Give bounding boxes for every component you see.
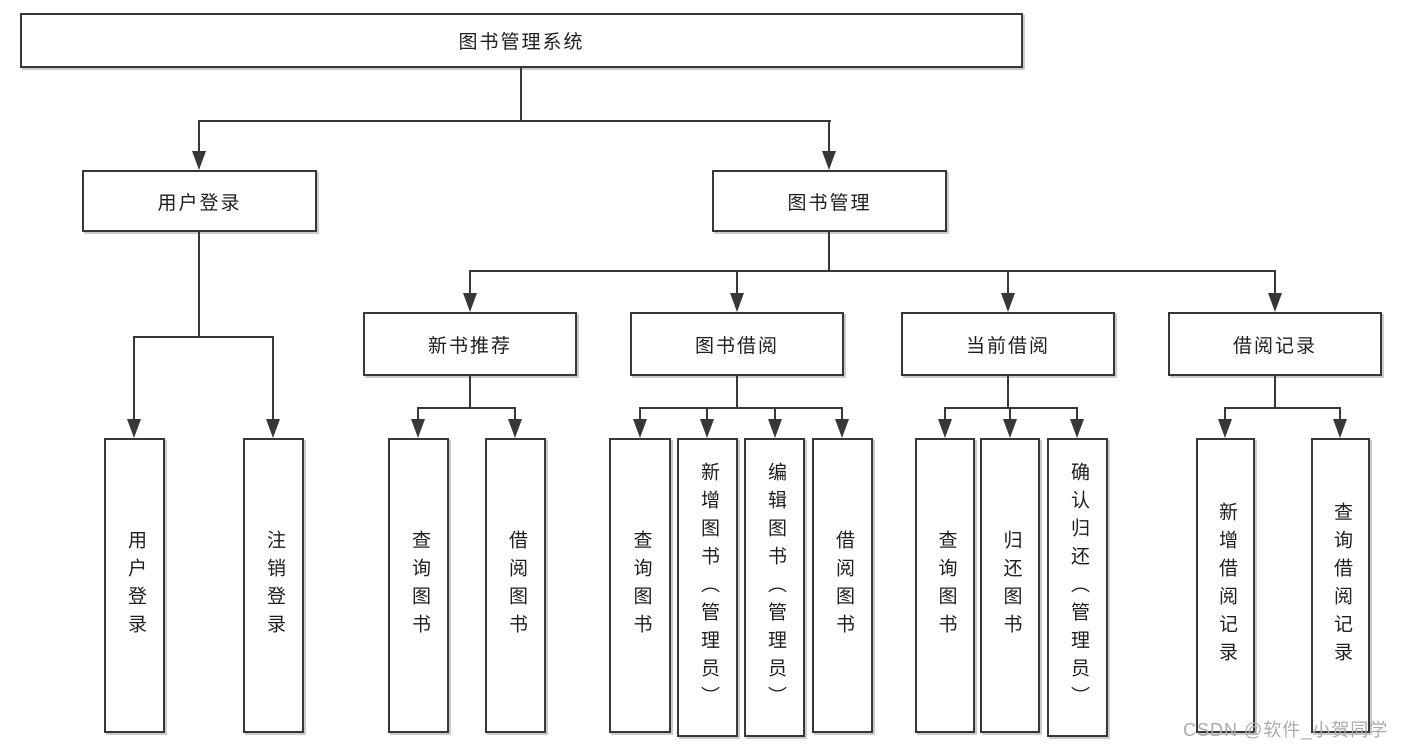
node-book-borrowing: 图书借阅 [630, 312, 844, 376]
watermark: CSDN @软件_小贺同学 [1183, 720, 1389, 740]
leaf-logout: 注销登录 [243, 438, 304, 733]
arrow-down-icon [730, 293, 744, 312]
connector-line [736, 270, 738, 296]
node-current-borrowing: 当前借阅 [901, 312, 1115, 376]
leaf-user-login: 用户登录 [104, 438, 165, 733]
arrow-down-icon [700, 419, 714, 438]
node-book-management: 图书管理 [712, 170, 947, 232]
node-label: 新增借阅记录 [1215, 501, 1237, 670]
connector-line [774, 407, 776, 422]
connector-line [1339, 407, 1341, 422]
connector-line [417, 407, 516, 409]
connector-line [469, 270, 471, 296]
connector-line [1224, 407, 1341, 409]
node-label: 新增图书（管理员） [697, 461, 719, 714]
connector-line [469, 270, 1276, 272]
leaf-query-books-current: 查询图书 [915, 438, 975, 733]
connector-line [639, 407, 843, 409]
leaf-query-books-recommend: 查询图书 [388, 438, 449, 733]
leaf-query-borrow-record: 查询借阅记录 [1311, 438, 1370, 733]
arrow-down-icon [1001, 293, 1015, 312]
connector-line [272, 336, 274, 422]
arrow-down-icon [1003, 419, 1017, 438]
node-label: 图书管理 [787, 192, 872, 214]
connector-line [133, 336, 274, 338]
node-label: 图书借阅 [694, 335, 779, 357]
connector-line [828, 120, 830, 154]
node-label: 查询借阅记录 [1330, 501, 1352, 670]
connector-line [1224, 407, 1226, 422]
connector-line [1274, 270, 1276, 296]
connector-line [514, 407, 516, 422]
connector-line [1076, 407, 1078, 422]
connector-line [828, 232, 830, 272]
node-label: 借阅记录 [1232, 335, 1317, 357]
node-label: 借阅图书 [832, 529, 854, 642]
node-library-management-system: 图书管理系统 [20, 13, 1023, 68]
leaf-confirm-return-admin: 确认归还（管理员） [1047, 438, 1108, 737]
node-label: 查询图书 [630, 529, 652, 642]
node-label: 图书管理系统 [458, 32, 585, 53]
connector-line [1007, 270, 1009, 296]
arrow-down-icon [266, 419, 280, 438]
node-label: 注销登录 [263, 529, 285, 642]
node-label: 编辑图书（管理员） [764, 461, 786, 714]
node-borrowing-records: 借阅记录 [1168, 312, 1382, 376]
arrow-down-icon [822, 151, 836, 170]
node-label: 用户登录 [157, 192, 242, 214]
node-label: 新书推荐 [427, 335, 512, 357]
node-user-login: 用户登录 [82, 170, 317, 232]
arrow-down-icon [463, 293, 477, 312]
leaf-borrow-books-recommend: 借阅图书 [485, 438, 546, 733]
arrow-down-icon [1268, 293, 1282, 312]
connector-line [198, 232, 200, 337]
leaf-edit-book-admin: 编辑图书（管理员） [744, 438, 805, 737]
node-label: 当前借阅 [965, 335, 1050, 357]
leaf-return-books: 归还图书 [980, 438, 1040, 733]
leaf-add-borrow-record: 新增借阅记录 [1196, 438, 1255, 733]
node-label: 借阅图书 [505, 529, 527, 642]
connector-line [944, 407, 1078, 409]
node-label: 查询图书 [935, 529, 957, 642]
arrow-down-icon [508, 419, 522, 438]
arrow-down-icon [938, 419, 952, 438]
connector-line [841, 407, 843, 422]
leaf-add-book-admin: 新增图书（管理员） [677, 438, 738, 737]
connector-line [1007, 376, 1009, 409]
arrow-down-icon [1070, 419, 1084, 438]
connector-line [1274, 376, 1276, 409]
node-label: 确认归还（管理员） [1067, 461, 1089, 714]
arrow-down-icon [411, 419, 425, 438]
arrow-down-icon [835, 419, 849, 438]
arrow-down-icon [127, 419, 141, 438]
connector-line [706, 407, 708, 422]
connector-line [198, 120, 831, 122]
connector-line [198, 120, 200, 154]
connector-line [133, 336, 135, 422]
node-label: 用户登录 [124, 529, 146, 642]
arrow-down-icon [768, 419, 782, 438]
arrow-down-icon [633, 419, 647, 438]
arrow-down-icon [1333, 419, 1347, 438]
connector-line [469, 376, 471, 409]
connector-line [1009, 407, 1011, 422]
node-label: 查询图书 [408, 529, 430, 642]
connector-line [417, 407, 419, 422]
connector-line [520, 68, 522, 121]
connector-line [736, 376, 738, 409]
connector-line [639, 407, 641, 422]
node-new-book-recommendation: 新书推荐 [363, 312, 577, 376]
leaf-query-books-borrowing: 查询图书 [609, 438, 671, 733]
arrow-down-icon [192, 151, 206, 170]
node-label: 归还图书 [1000, 529, 1022, 642]
connector-line [944, 407, 946, 422]
leaf-borrow-books-borrowing: 借阅图书 [812, 438, 873, 733]
arrow-down-icon [1218, 419, 1232, 438]
